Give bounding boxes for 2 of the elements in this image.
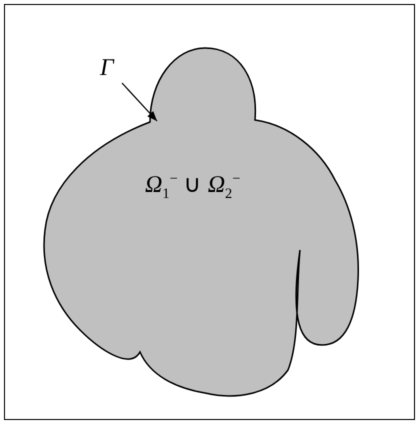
leader-line <box>122 82 158 122</box>
boundary-label: Γ <box>100 55 114 82</box>
